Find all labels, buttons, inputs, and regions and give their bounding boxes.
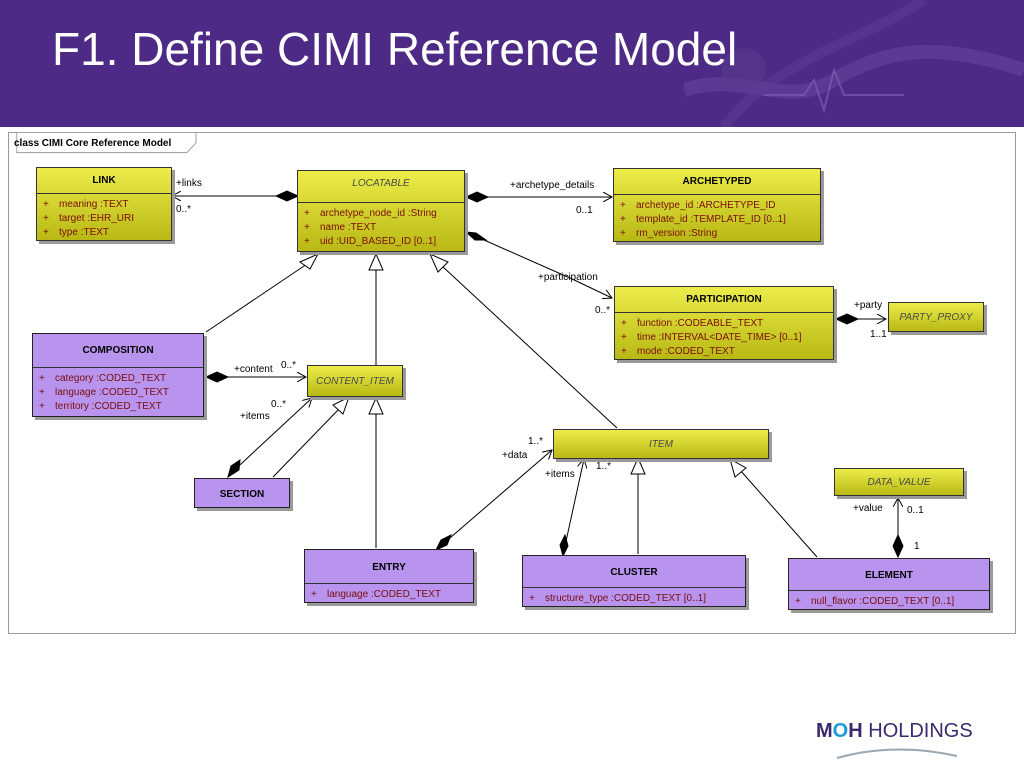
content-diamond [204, 371, 230, 383]
class-locatable-name: LOCATABLE [352, 178, 410, 189]
party-diamond [834, 313, 860, 325]
party-multiplicity: 1..1 [870, 329, 887, 340]
cluster-items-role-label: +items [545, 469, 575, 480]
data-role-label: +data [502, 450, 528, 461]
diagram-frame-label: class CIMI Core Reference Model [14, 138, 172, 149]
composition-generalization-arrowhead [298, 252, 320, 270]
class-party-proxy[interactable]: PARTY_PROXY [888, 302, 984, 332]
moh-holdings-logo: MOH HOLDINGS [816, 720, 973, 742]
class-element[interactable]: ELEMENT +null_flavor :CODED_TEXT [0..1] [788, 558, 990, 610]
entry-generalization-arrowhead [368, 396, 384, 415]
composition-generalization [205, 261, 311, 333]
class-link-attr: +target :EHR_URI [43, 213, 135, 224]
class-element-name: ELEMENT [865, 570, 913, 581]
content-role-label: +content [234, 364, 273, 375]
class-archetyped-attr: +template_id :TEMPLATE_ID [0..1] [620, 214, 786, 225]
participation-association [465, 231, 612, 298]
class-content-item-name: CONTENT_ITEM [316, 376, 394, 387]
class-link-name: LINK [92, 175, 116, 186]
archetype-details-diamond [464, 191, 490, 203]
class-item[interactable]: ITEM [553, 429, 769, 459]
links-composition-diamond [274, 190, 300, 202]
section-items-association [227, 398, 312, 477]
content-item-generalization-arrowhead [368, 252, 384, 271]
class-cluster-attr: +structure_type :CODED_TEXT [0..1] [529, 593, 706, 604]
section-items-multiplicity: 0..* [271, 399, 287, 410]
class-archetyped-name: ARCHETYPED [682, 176, 752, 187]
class-link-attr: +type :TEXT [43, 227, 110, 238]
class-participation-attr: +mode :CODED_TEXT [621, 346, 735, 357]
participation-diamond [464, 231, 488, 241]
class-composition-attr: +territory :CODED_TEXT [39, 401, 162, 412]
item-generalization-arrowhead [429, 253, 449, 273]
class-archetyped[interactable]: ARCHETYPED +archetype_id :ARCHETYPE_ID +… [613, 168, 821, 242]
data-multiplicity: 1..* [528, 436, 544, 447]
links-multiplicity: 0..* [176, 204, 192, 215]
logo-swoosh-icon [836, 748, 958, 759]
class-locatable-attr: +uid :UID_BASED_ID [0..1] [304, 236, 437, 247]
class-section[interactable]: SECTION [194, 478, 290, 508]
class-cluster[interactable]: CLUSTER +structure_type :CODED_TEXT [0..… [522, 555, 746, 607]
class-entry-attr: +language :CODED_TEXT [311, 589, 441, 600]
value-multiplicity: 0..1 [907, 505, 924, 516]
class-archetyped-attr: +rm_version :String [620, 228, 718, 239]
class-locatable[interactable]: LOCATABLE +archetype_node_id :String +na… [297, 170, 465, 252]
class-participation-attr: +function :CODEABLE_TEXT [621, 318, 764, 329]
content-multiplicity: 0..* [281, 360, 297, 371]
class-link-attr: +meaning :TEXT [43, 199, 129, 210]
cluster-items-diamond [559, 533, 569, 558]
class-participation-attr: +time :INTERVAL<DATE_TIME> [0..1] [621, 332, 802, 343]
slide-header: F1. Define CIMI Reference Model [0, 0, 1024, 127]
data-diamond [434, 533, 452, 552]
class-cluster-name: CLUSTER [610, 567, 658, 578]
class-archetyped-attr: +archetype_id :ARCHETYPE_ID [620, 200, 776, 211]
archetype-details-multiplicity: 0..1 [576, 205, 593, 216]
participation-role-label: +participation [538, 272, 598, 283]
class-entry-name: ENTRY [372, 562, 406, 573]
class-composition-attr: +category :CODED_TEXT [39, 373, 167, 384]
participation-multiplicity: 0..* [595, 305, 611, 316]
cluster-generalization-arrowhead [630, 456, 646, 475]
element-generalization [739, 469, 818, 558]
element-value-multiplicity: 1 [914, 541, 920, 552]
class-participation[interactable]: PARTICIPATION +function :CODEABLE_TEXT +… [614, 286, 834, 360]
class-composition-attr: +language :CODED_TEXT [39, 387, 169, 398]
class-composition-name: COMPOSITION [82, 345, 154, 356]
slide-title: F1. Define CIMI Reference Model [52, 23, 738, 75]
class-data-value[interactable]: DATA_VALUE [834, 468, 964, 496]
archetype-details-role-label: +archetype_details [510, 180, 595, 191]
item-generalization [441, 265, 618, 429]
class-data-value-name: DATA_VALUE [867, 477, 931, 488]
element-generalization-arrowhead [729, 457, 747, 478]
stethoscope-decoration-icon [684, 0, 1024, 127]
class-participation-name: PARTICIPATION [686, 294, 762, 305]
value-role-label: +value [853, 503, 883, 514]
section-generalization [272, 407, 341, 478]
class-entry[interactable]: ENTRY +language :CODED_TEXT [304, 549, 474, 603]
party-role-label: +party [854, 300, 883, 311]
class-section-name: SECTION [219, 489, 265, 500]
section-generalization-arrowhead [332, 395, 350, 415]
section-items-diamond [227, 458, 241, 479]
class-link[interactable]: LINK +meaning :TEXT +target :EHR_URI +ty… [36, 167, 172, 241]
class-party-proxy-name: PARTY_PROXY [899, 312, 973, 323]
class-composition[interactable]: COMPOSITION +category :CODED_TEXT +langu… [32, 333, 204, 417]
class-locatable-attr: +archetype_node_id :String [304, 208, 437, 219]
links-role-label: +links [176, 178, 202, 189]
value-diamond [892, 533, 904, 559]
cluster-items-multiplicity: 1..* [596, 461, 612, 472]
section-items-role-label: +items [240, 411, 270, 422]
class-item-name: ITEM [649, 439, 673, 450]
class-content-item[interactable]: CONTENT_ITEM [307, 365, 403, 397]
data-association [435, 450, 552, 551]
diagram-frame-tab [16, 132, 197, 154]
class-locatable-attr: +name :TEXT [304, 222, 377, 233]
class-element-attr: +null_flavor :CODED_TEXT [0..1] [795, 596, 955, 607]
